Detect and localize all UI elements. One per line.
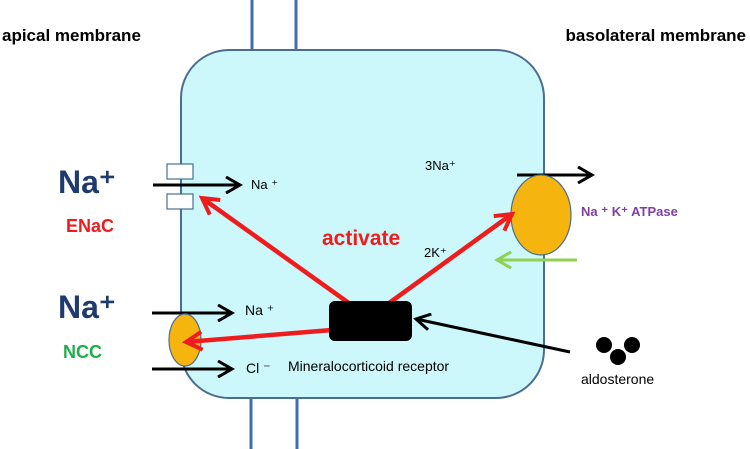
- aldosterone-molecule: [624, 337, 640, 353]
- three-na-label: 3Na⁺: [425, 158, 456, 173]
- activate-label: activate: [322, 227, 400, 250]
- activate-enac-arrow: [202, 198, 355, 308]
- na-k-atpase-label: Na ⁺ K⁺ ATPase: [581, 204, 678, 219]
- tight-junctions: [249, 0, 299, 449]
- activate-ncc-arrow: [186, 327, 333, 342]
- aldosterone-label: aldosterone: [581, 371, 654, 387]
- aldosterone-molecule: [596, 337, 612, 353]
- na-intracellular-mid: Na ⁺: [245, 302, 274, 318]
- na-plus-enac: Na⁺: [58, 164, 116, 200]
- aldosterone-binding-arrow: [416, 319, 571, 354]
- activate-pump-arrow: [383, 214, 512, 308]
- basolateral-membrane-label: basolateral membrane: [566, 26, 746, 45]
- receptor-label: Mineralocorticoid receptor: [288, 358, 449, 374]
- na-intracellular-top: Na ⁺: [251, 177, 278, 192]
- two-k-label: 2K⁺: [424, 245, 447, 260]
- enac-label: ENaC: [66, 216, 114, 236]
- enac-channel: [166, 163, 194, 210]
- aldosterone-molecule: [610, 349, 626, 365]
- cl-intracellular: Cl ⁻: [246, 360, 271, 376]
- na-plus-ncc: Na⁺: [58, 289, 116, 325]
- enac-channel-bottom: [166, 193, 194, 210]
- enac-channel-top: [166, 163, 194, 180]
- mineralocorticoid-receptor: [329, 301, 412, 341]
- ncc-label: NCC: [63, 342, 102, 362]
- activation-arrows: [186, 198, 512, 342]
- apical-membrane-label: apical membrane: [2, 26, 141, 45]
- aldosterone-molecules: [596, 337, 640, 365]
- na-k-atpase-pump: [510, 174, 572, 256]
